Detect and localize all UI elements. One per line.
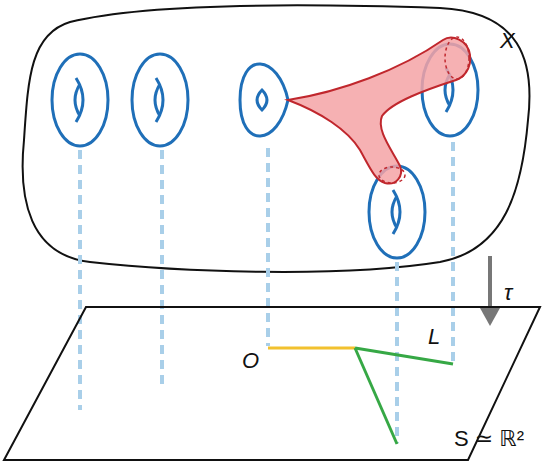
surface-boundary xyxy=(445,37,469,79)
point-label: O xyxy=(242,350,259,372)
projection-lines xyxy=(80,142,453,443)
surface-boundary xyxy=(379,167,405,183)
base-plane xyxy=(4,307,540,460)
map-label: τ xyxy=(504,282,512,304)
base-label: S ≃ ℝ² xyxy=(454,428,524,450)
yellow-edge xyxy=(268,347,355,350)
space-label: X xyxy=(500,30,515,52)
cobordism-surface xyxy=(288,38,470,184)
projection-arrow xyxy=(488,256,492,312)
space-outline xyxy=(23,5,530,271)
curve-label: L xyxy=(428,326,440,348)
green-edges xyxy=(355,348,453,444)
arrow-head xyxy=(480,308,500,326)
